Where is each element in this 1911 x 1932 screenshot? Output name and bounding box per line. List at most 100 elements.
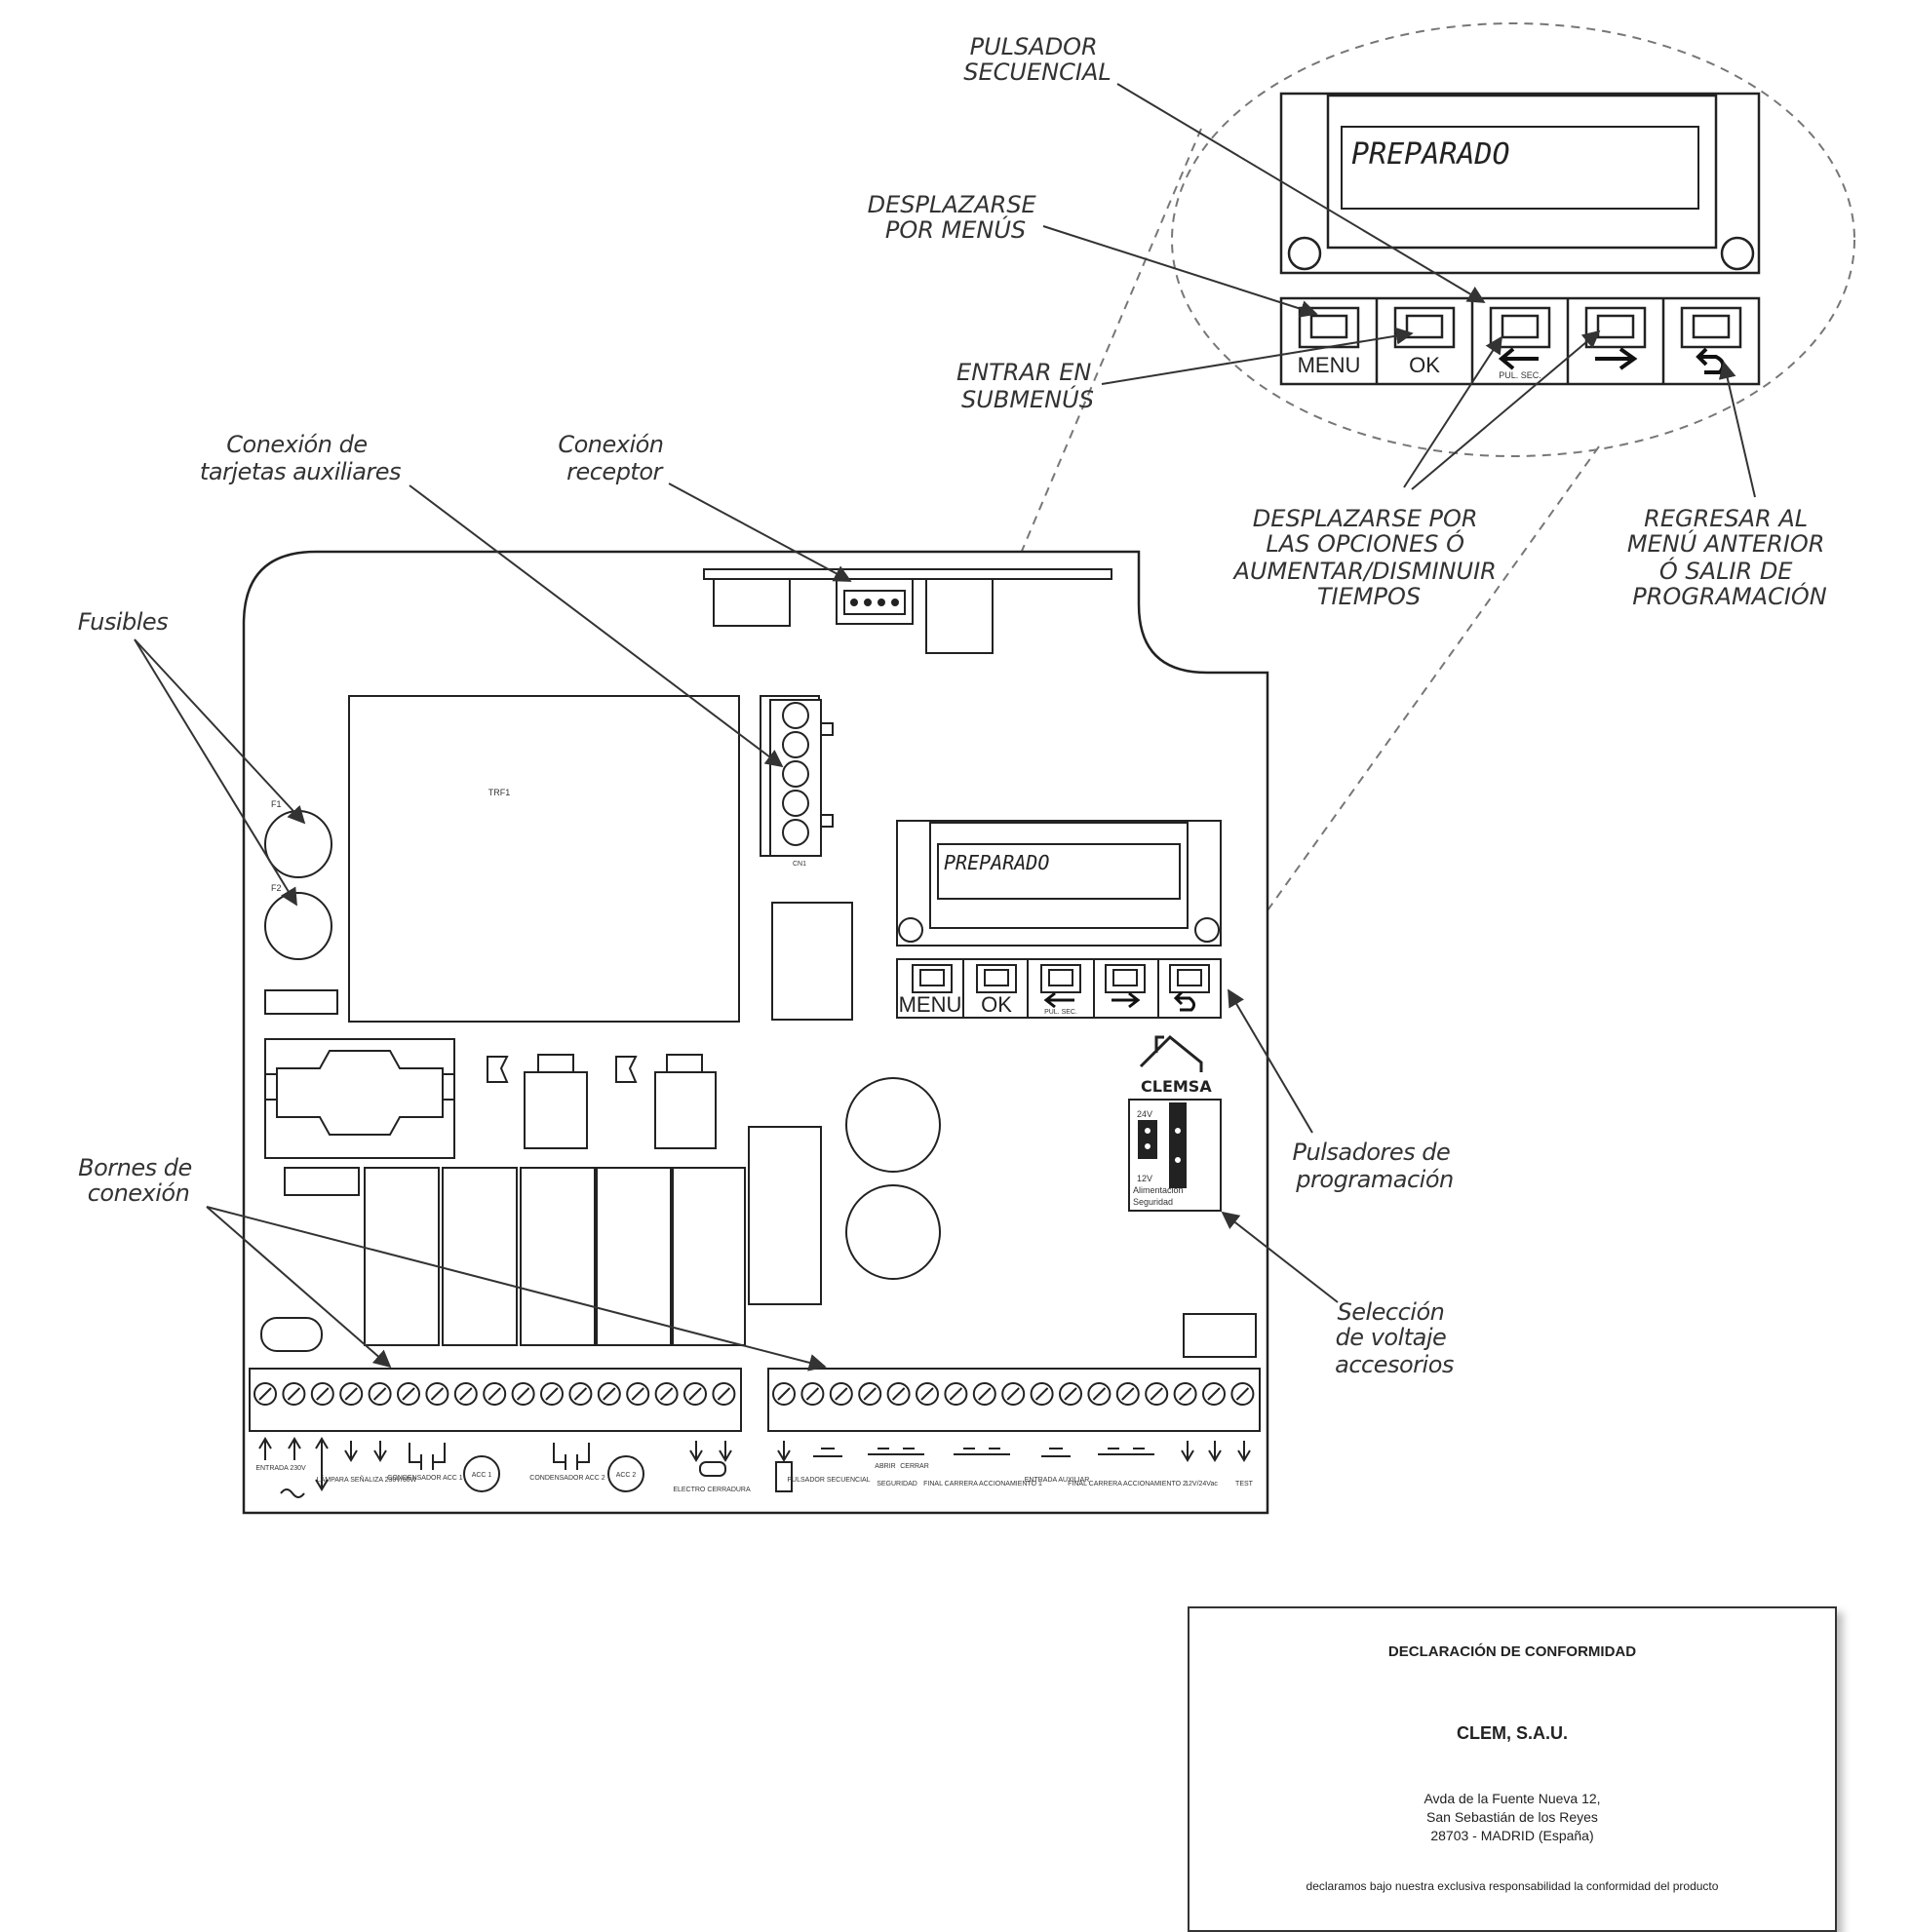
screw-slot [516,1387,530,1401]
label-pulsadores-programacion: Pulsadores de programación [1293,1139,1458,1193]
screw-slot [631,1387,644,1401]
label-desplazarse-menus: DESPLAZARSE POR MENÚS [868,191,1044,244]
pul-sec-button[interactable] [1489,306,1551,349]
menu-button[interactable] [1298,306,1360,349]
brand-label: CLEMSA [1141,1077,1212,1096]
term-seguridad: SEGURIDAD [877,1481,917,1488]
screw-slot [1235,1387,1250,1401]
terminal-screws-left [254,1382,736,1406]
large-lcd-text: PREPARADO [1351,137,1510,172]
screw-slot [258,1387,272,1401]
jumper-12v-label: 12V [1137,1174,1152,1183]
return-arrow-icon [1696,347,1726,374]
pcb-components [249,568,1261,1432]
acc1-label: ACC 1 [472,1472,492,1479]
screw-slot [344,1387,358,1401]
screw-slot [863,1387,877,1401]
label-entrar-submenus: ENTRAR EN SUBMENÚS [956,359,1099,413]
screw-slot [1006,1387,1020,1401]
declaration-document: DECLARACIÓN DE CONFORMIDAD CLEM, S.A.U. … [1188,1606,1837,1932]
board-menu-label: MENU [899,992,962,1017]
zoom-ellipse-large [1171,22,1855,457]
screw-slot [430,1387,445,1401]
screw-slot [1178,1387,1192,1401]
right-arrow-button[interactable] [1584,306,1647,349]
relay [520,1167,596,1346]
screw-slot [545,1387,559,1401]
motor-acc1-icon [463,1455,500,1492]
right-arrow-icon [1595,347,1638,370]
screw-slot [1064,1387,1077,1401]
label-conexion-tarjetas: Conexión de tarjetas auxiliares [200,431,401,485]
voltage-jumper[interactable] [1128,1099,1222,1212]
term-pulsador: PULSADOR SECUENCIAL [787,1477,870,1484]
fuse2-label: F2 [271,883,282,893]
screw-slot [920,1387,934,1401]
screw-slot [573,1387,588,1401]
transformer [348,695,740,1023]
screw-slot [372,1387,387,1401]
term-condensador-1: CONDENSADOR ACC 1 [387,1475,463,1482]
terminal-screws-right [772,1382,1255,1406]
screw-slot [488,1387,501,1401]
term-lampara: LÁMPARA SEÑALIZA 230V/60W [317,1475,417,1484]
screw-slot [1150,1387,1163,1401]
label-regresar-menu: REGRESAR AL MENÚ ANTERIOR Ó SALIR DE PRO… [1627,505,1832,610]
document-title: DECLARACIÓN DE CONFORMIDAD [1387,1643,1637,1660]
jumper-24v-label: 24V [1137,1109,1152,1119]
terminal-symbols [258,1437,732,1498]
receptor-strip [703,568,1112,580]
acc2-label: ACC 2 [616,1472,637,1479]
screw-slot [891,1387,906,1401]
capacitor [845,1077,941,1173]
board-lcd-text: PREPARADO [944,851,1049,874]
fuse1-label: F1 [271,799,282,809]
house-logo-icon [1139,1034,1203,1072]
document-address: Avda de la Fuente Nueva 12, San Sebastiá… [1190,1790,1835,1845]
trafo-label: TRF1 [488,788,511,797]
board-right-arrow-icon [1112,991,1141,1009]
term-final-carrera-2: FINAL CARRERA ACCIONAMIENTO 2 [1068,1481,1187,1488]
relay [442,1167,518,1346]
label-bornes: Bornes de conexión [78,1154,199,1207]
screw-slot [1092,1387,1107,1401]
relay [596,1167,672,1346]
terminal-symbols-right [775,1441,1251,1492]
label-pulsador-secuencial: PULSADOR SECUENCIAL [963,33,1111,86]
menu-button-label: MENU [1298,353,1361,377]
screw-slot [659,1387,674,1401]
screw-slot [459,1387,473,1401]
term-12-24: 12V/24Vac [1185,1481,1218,1488]
label-fusibles: Fusibles [78,608,168,636]
screw-slot [1207,1387,1221,1401]
screw-slot [717,1387,731,1401]
screw-slot [835,1387,848,1401]
large-button-strip [1279,296,1761,386]
label-seleccion-voltaje: Selección de voltaje accesorios [1335,1298,1454,1378]
board-pulsec-label: PUL. SEC. [1044,1009,1077,1016]
term-abrir: ABRIR [875,1463,895,1470]
board-button-strip [896,958,1222,1019]
term-final-carrera-1: FINAL CARRERA ACCIONAMIENTO 1 [923,1481,1042,1488]
screw-slot [949,1387,963,1401]
document-company: CLEM, S.A.U. [1456,1723,1568,1743]
term-entrada-aux: ENTRADA AUXILIAR [1025,1477,1090,1484]
screw-slot [316,1387,330,1401]
pul-sec-button-label: PUL. SEC. [1499,370,1541,380]
label-desplazarse-opciones: DESPLAZARSE POR LAS OPCIONES Ó AUMENTAR/… [1232,505,1504,610]
board-ok-label: OK [981,992,1012,1017]
back-button[interactable] [1680,306,1742,349]
screw-slot [603,1387,616,1401]
address-line: 28703 - MADRID (España) [1430,1828,1594,1843]
capacitor [845,1184,941,1280]
cn-label: CN1 [793,861,806,868]
motor-acc2-icon [607,1455,644,1492]
term-condensador-2: CONDENSADOR ACC 2 [529,1475,605,1482]
ok-button[interactable] [1393,306,1456,349]
fuse-f1 [264,810,332,878]
screw-slot [402,1387,415,1401]
term-electro: ELECTRO CERRADURA [673,1487,751,1493]
large-lcd-screen [1341,126,1699,210]
display-mount-hole [1720,236,1755,271]
